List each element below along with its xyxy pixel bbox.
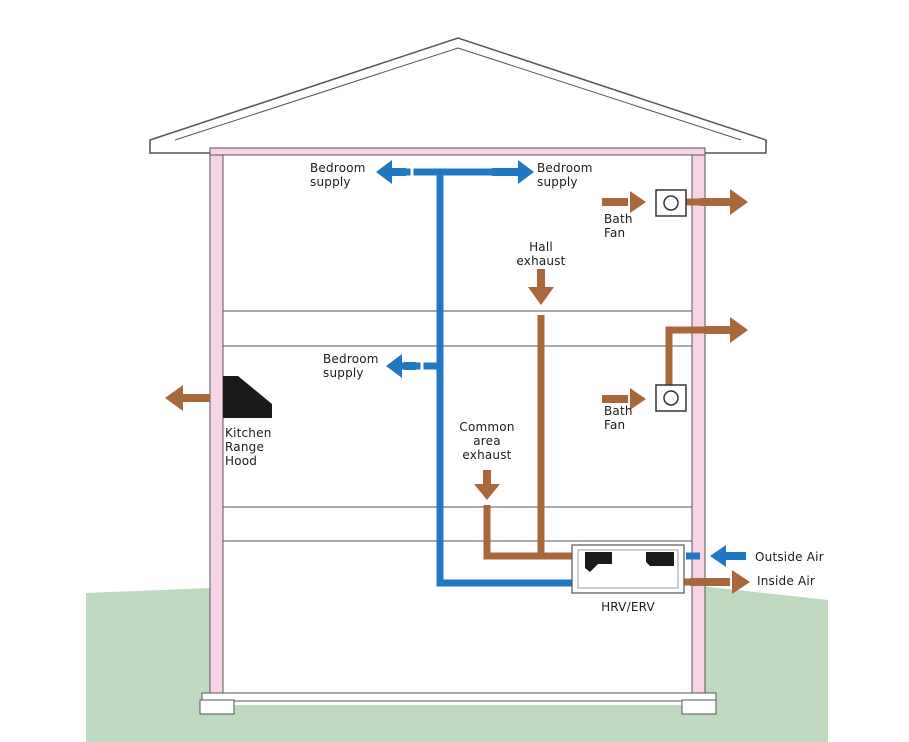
bath-fan-icon	[655, 189, 687, 217]
roof	[149, 37, 767, 154]
foundation	[201, 692, 717, 702]
label-bedroom-supply-middle: Bedroom supply	[323, 352, 379, 380]
ceiling-insulation	[209, 147, 706, 156]
footing-right	[681, 699, 717, 715]
label-outside-air: Outside Air	[755, 550, 824, 564]
ground	[86, 705, 828, 742]
left-wall-insulation	[209, 147, 224, 697]
footing-left	[199, 699, 235, 715]
label-bath-fan-upper: Bath Fan	[604, 212, 633, 240]
arrow-icon	[376, 160, 746, 567]
label-hrv-erv: HRV/ERV	[601, 600, 655, 614]
floor-joist-upper	[222, 310, 693, 347]
bath-fan-icon	[655, 384, 687, 412]
floor-joist-lower	[222, 506, 693, 542]
label-bedroom-supply-top-right: Bedroom supply	[537, 161, 593, 189]
arrow-icon	[165, 189, 750, 594]
label-bath-fan-lower: Bath Fan	[604, 404, 633, 432]
kitchen-range-hood-icon	[223, 376, 272, 418]
main-floor-room	[222, 345, 693, 508]
ground	[86, 588, 210, 742]
upper-floor-room	[222, 154, 693, 312]
hrv-erv-unit-icon	[571, 544, 685, 594]
label-kitchen-range-hood: Kitchen Range Hood	[225, 426, 272, 468]
label-bedroom-supply-top-left: Bedroom supply	[310, 161, 366, 189]
ground	[700, 586, 828, 742]
label-common-area-exhaust: Common area exhaust	[459, 420, 515, 462]
right-wall-insulation	[691, 147, 706, 697]
roof-inner-line	[174, 47, 742, 141]
label-inside-air: Inside Air	[757, 574, 816, 588]
label-hall-exhaust: Hall exhaust	[516, 240, 566, 268]
